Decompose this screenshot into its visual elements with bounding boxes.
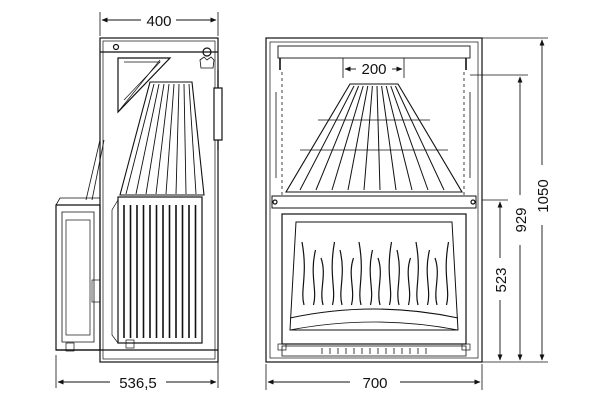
dimension-door-height: 523 — [493, 201, 510, 361]
flame-stroke — [320, 257, 324, 306]
dimension-hood-height: 929 — [513, 76, 530, 361]
label-front-width: 700 — [362, 375, 387, 392]
front-hood-line — [381, 85, 397, 191]
flame-stroke — [407, 257, 412, 306]
front-hood-line — [394, 85, 445, 191]
flame-stroke — [301, 241, 305, 306]
dimension-front-width: 700 — [265, 364, 483, 392]
side-hood-line — [175, 83, 180, 195]
label-side-width: 400 — [146, 13, 171, 30]
front-hood-line — [347, 85, 369, 191]
flame-stroke — [396, 249, 400, 306]
front-hood-line — [315, 85, 360, 191]
side-hood-line — [125, 83, 155, 195]
vertical-extension-lines — [470, 37, 548, 363]
label-flue-width: 200 — [361, 61, 386, 78]
flame-stroke — [331, 241, 336, 306]
side-hood-line — [183, 83, 187, 195]
dimension-total-height: 1050 — [535, 39, 552, 361]
front-hood-line — [331, 85, 364, 191]
flame-stroke — [426, 249, 431, 306]
flame-stroke — [350, 257, 355, 306]
front-hood-line — [385, 85, 413, 191]
side-hood-line — [165, 83, 175, 195]
flame-stroke — [388, 241, 393, 306]
flame-stroke — [312, 249, 317, 306]
side-hood-line — [188, 83, 197, 195]
front-hood-line — [299, 85, 355, 191]
flame-stroke — [415, 241, 419, 306]
dimension-side-width: 400 — [99, 12, 219, 36]
front-view — [265, 37, 483, 363]
dimension-side-depth: 536,5 — [55, 355, 219, 392]
flame-stroke — [377, 257, 381, 306]
dimension-flue-width: 200 — [342, 58, 405, 78]
flame-stroke — [339, 249, 343, 306]
label-total-height: 1050 — [535, 179, 552, 212]
label-hood-height: 929 — [513, 207, 530, 232]
flame-stroke — [445, 241, 450, 306]
side-hood-line — [155, 83, 170, 195]
flame-stroke — [434, 257, 438, 306]
front-hood-line — [363, 85, 373, 191]
flame-stroke — [369, 249, 374, 306]
side-view — [55, 37, 223, 363]
front-hood-line — [390, 85, 429, 191]
flame-stroke — [358, 241, 362, 306]
label-door-height: 523 — [493, 267, 510, 292]
side-hood-line — [145, 83, 165, 195]
side-hood-line — [135, 83, 160, 195]
label-side-depth: 536,5 — [119, 375, 157, 392]
front-hood-line — [376, 85, 381, 191]
